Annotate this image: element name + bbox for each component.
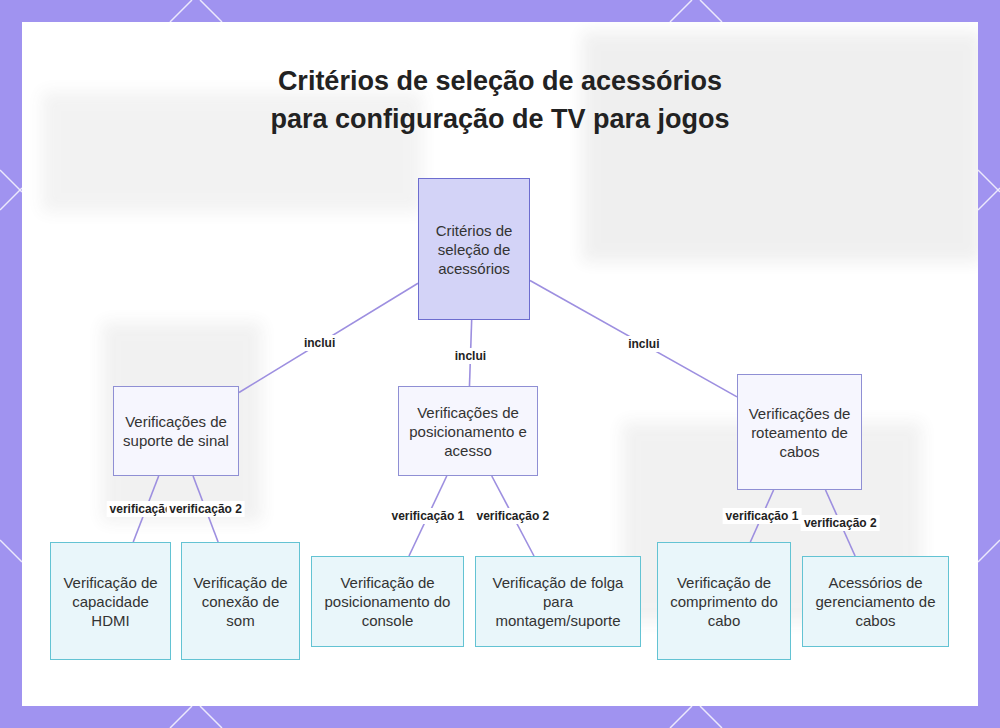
check-box: Acessórios de gerenciamento de cabos <box>802 556 949 647</box>
deco-line <box>700 706 722 728</box>
connector-line <box>239 283 418 392</box>
edge-label: inclui <box>625 336 662 352</box>
edge-label: inclui <box>452 348 489 364</box>
check-box: Verificação de folga para montagem/supor… <box>475 556 641 647</box>
node-text: Critérios de seleção de acessórios <box>425 221 523 278</box>
deco-line <box>200 0 222 22</box>
node-text: Verificação de posicionamento do console <box>318 573 457 630</box>
node-text: Acessórios de gerenciamento de cabos <box>809 573 942 630</box>
deco-line <box>670 0 692 22</box>
category-box: Verificações de roteamento de cabos <box>737 374 862 490</box>
connector-line <box>530 280 737 396</box>
check-box: Verificação de capacidade HDMI <box>50 542 171 660</box>
deco-line <box>978 170 1000 192</box>
category-box: Verificações de suporte de sinal <box>113 386 239 476</box>
deco-line <box>0 540 22 562</box>
deco-line <box>170 706 192 728</box>
deco-line <box>0 170 22 192</box>
bg-shape <box>102 322 262 522</box>
node-text: Verificação de conexão de som <box>188 573 293 630</box>
deco-line <box>978 540 1000 562</box>
node-text: Verificação de capacidade HDMI <box>57 573 164 630</box>
deco-line <box>200 706 222 728</box>
deco-line <box>670 706 692 728</box>
root-box: Critérios de seleção de acessórios <box>418 178 530 320</box>
deco-line <box>700 0 722 22</box>
edge-label: verificação 2 <box>474 508 553 524</box>
deco-line <box>978 188 1000 210</box>
deco-line <box>170 0 192 22</box>
node-text: Verificações de roteamento de cabos <box>744 404 855 461</box>
check-box: Verificação de conexão de som <box>181 542 300 660</box>
edge-label: verificação 2 <box>166 501 245 517</box>
node-text: Verificação de folga para montagem/supor… <box>482 573 634 630</box>
node-text: Verificação de comprimento do cabo <box>664 573 784 630</box>
edge-label: verificação 1 <box>389 508 468 524</box>
check-box: Verificação de comprimento do cabo <box>657 542 791 660</box>
category-box: Verificações de posicionamento e acesso <box>398 386 538 476</box>
node-text: Verificações de suporte de sinal <box>120 412 232 450</box>
background-shapes <box>42 32 978 622</box>
diagram-title: Critérios de seleção de acessórios para … <box>200 62 800 138</box>
check-box: Verificação de posicionamento do console <box>311 556 464 647</box>
node-text: Verificações de posicionamento e acesso <box>405 403 531 460</box>
edge-label: verificação 2 <box>801 515 880 531</box>
deco-line <box>0 188 22 210</box>
edge-label: verificação 1 <box>723 508 802 524</box>
edge-label: inclui <box>301 335 338 351</box>
